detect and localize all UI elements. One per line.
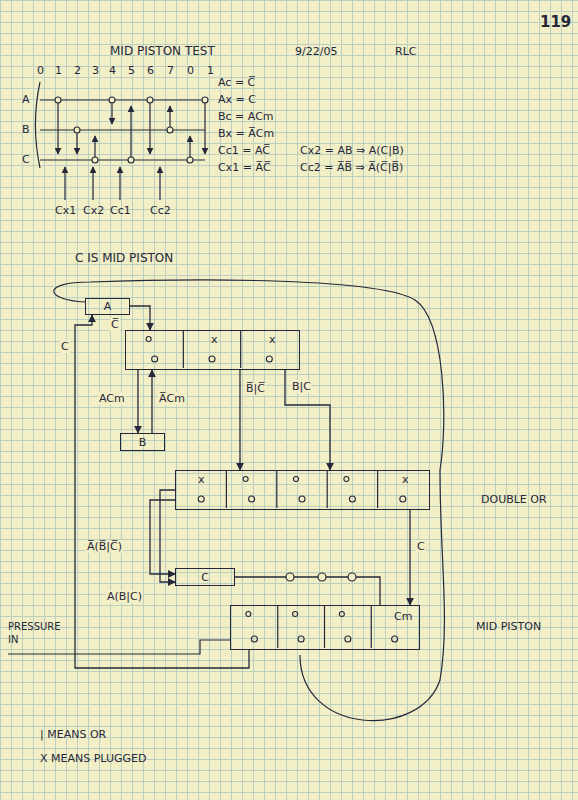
connector <box>285 370 330 470</box>
connector <box>239 370 240 470</box>
actuator-box: C <box>175 568 235 586</box>
transition-label: Cc2 <box>150 204 171 217</box>
signal-label: C̅ <box>110 318 120 331</box>
transition-label: Cx2 <box>83 204 104 217</box>
block-heading: DOUBLE OR <box>481 493 547 506</box>
actuator-box: A <box>85 298 130 315</box>
connector <box>75 315 249 668</box>
actuator-box: B <box>120 433 165 451</box>
valve-cells <box>231 606 418 648</box>
block-label: A <box>104 300 112 313</box>
equation: Cx2 = AB ⇒ A(C|B) <box>300 144 404 157</box>
initials: RLC <box>395 45 416 58</box>
connector <box>130 306 150 330</box>
column-number: 1 <box>207 64 214 77</box>
pressure-label: PRESSURE IN <box>8 620 74 646</box>
equation: Bc = ACm <box>218 110 274 123</box>
row-label: B <box>22 123 30 136</box>
equation: Bx = A̅Cm <box>218 127 274 140</box>
equation: Ac = C̅ <box>218 76 255 89</box>
transition-label: Cc1 <box>110 204 131 217</box>
block-label: B <box>139 436 147 449</box>
signal-label: A(B|C) <box>106 590 143 603</box>
block-heading: MID PISTON <box>476 620 541 633</box>
connector <box>409 510 410 605</box>
plug-mark: x <box>198 473 205 486</box>
signal-label: C <box>60 340 70 353</box>
signal-label: A̅Cm <box>158 392 186 405</box>
connector <box>160 490 175 582</box>
equation: Ax = C <box>218 93 256 106</box>
valve-cells <box>176 471 428 508</box>
signal-label: B̅|C̅ <box>245 382 266 395</box>
column-number: 0 <box>187 64 194 77</box>
block-label: C <box>201 571 209 584</box>
row-label: C <box>22 153 30 166</box>
column-number: 1 <box>55 64 62 77</box>
row-label: A <box>22 93 30 106</box>
date: 9/22/05 <box>295 45 337 58</box>
signal-label: A̅(B̅|C̅) <box>86 540 123 553</box>
column-number: 0 <box>37 64 44 77</box>
equation: Cx1 = A̅C̅ <box>218 161 271 174</box>
connector <box>151 370 152 433</box>
plug-mark: x <box>211 333 218 346</box>
page-number: 119 <box>540 16 571 29</box>
connector <box>150 500 175 574</box>
column-number: 4 <box>109 64 116 77</box>
signal-label: C <box>416 540 426 553</box>
page-title: MID PISTON TEST <box>110 45 215 58</box>
signal-label: B|C <box>291 380 312 393</box>
column-number: 5 <box>128 64 135 77</box>
valve-block: xx <box>125 330 300 370</box>
column-number: 7 <box>167 64 174 77</box>
signal-label: ACm <box>98 392 126 405</box>
valve-block: CmMID PISTON <box>230 605 420 650</box>
signal-name: Cm <box>394 610 412 623</box>
plug-mark: x <box>402 473 409 486</box>
column-number: 6 <box>147 64 154 77</box>
equation: Cc2 = A̅B̅ ⇒ A̅(C̅|B̅) <box>300 161 403 174</box>
column-number: 2 <box>74 64 81 77</box>
valve-block: xxDOUBLE OR <box>175 470 430 510</box>
note: | MEANS OR <box>40 728 106 741</box>
column-number: 3 <box>92 64 99 77</box>
plug-mark: x <box>269 333 276 346</box>
transition-label: Cx1 <box>55 204 76 217</box>
connector <box>137 370 138 433</box>
equation: Cc1 = AC̅ <box>218 144 270 157</box>
note: X MEANS PLUGGED <box>40 752 146 765</box>
connector <box>235 577 380 605</box>
section-heading: C IS MID PISTON <box>75 252 173 265</box>
